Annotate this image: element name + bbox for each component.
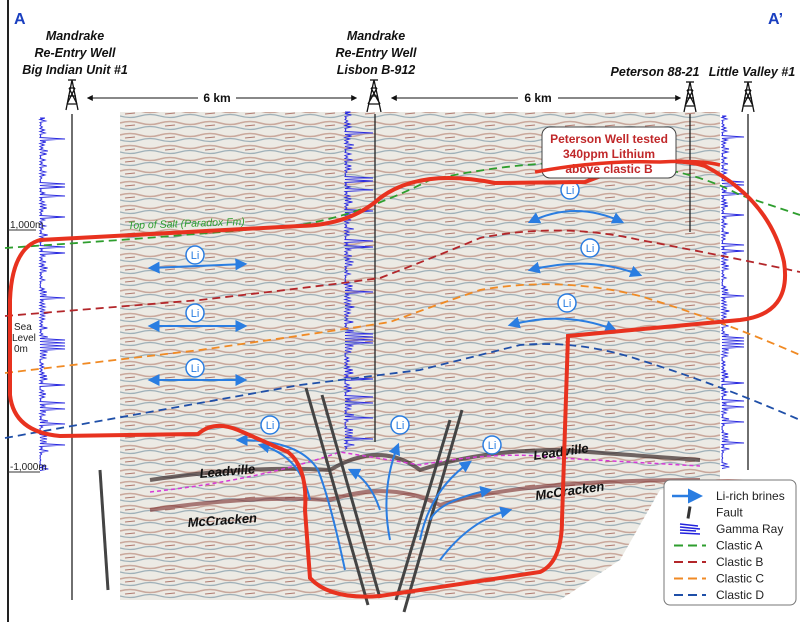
gamma-ray-log — [343, 111, 374, 450]
svg-text:340ppm Lithium: 340ppm Lithium — [563, 147, 655, 161]
legend-item: Li-rich brines — [672, 488, 785, 504]
svg-text:Li: Li — [586, 243, 595, 255]
derrick-icon — [683, 81, 697, 113]
gamma-ray-log — [720, 115, 745, 469]
li-bubble: Li — [185, 303, 205, 323]
leadville-label-left: Leadville — [199, 461, 256, 481]
svg-text:1,000m: 1,000m — [10, 220, 43, 231]
li-bubble: Li — [580, 238, 600, 258]
svg-text:Big Indian Unit #1: Big Indian Unit #1 — [22, 63, 128, 77]
peterson-callout: Peterson Well tested 340ppm Lithium abov… — [541, 126, 677, 179]
svg-text:Peterson Well tested: Peterson Well tested — [550, 132, 668, 146]
li-bubble: Li — [390, 415, 410, 435]
section-end-label: A’ — [768, 11, 783, 28]
derrick-icon — [65, 79, 79, 111]
clastic-b-horizon — [4, 229, 800, 317]
seismic-image — [120, 112, 720, 600]
li-bubble: Li — [185, 245, 205, 265]
well-label-peterson: Peterson 88-21 — [611, 65, 700, 79]
svg-text:Li: Li — [396, 420, 405, 432]
svg-text:Re-Entry Well: Re-Entry Well — [335, 46, 417, 60]
gamma-ray-log — [38, 117, 66, 471]
svg-text:0m: 0m — [14, 344, 28, 355]
legend-label: Gamma Ray — [716, 522, 783, 536]
svg-text:Li: Li — [488, 440, 497, 452]
top-of-salt-label: Top of Salt (Paradox Fm) — [128, 216, 245, 232]
svg-text:Li: Li — [191, 308, 200, 320]
clastic-d-horizon — [4, 343, 800, 439]
svg-text:-1,000m: -1,000m — [10, 462, 47, 473]
distance-label: 6 km — [203, 91, 230, 105]
li-zone-outline — [8, 159, 787, 599]
well-label-little-valley: Little Valley #1 — [709, 65, 795, 79]
svg-text:Lisbon B-912: Lisbon B-912 — [337, 63, 416, 77]
well-label-lisbon: Mandrake Re-Entry Well Lisbon B-912 — [335, 29, 417, 77]
svg-text:Mandrake: Mandrake — [347, 29, 405, 43]
derrick-icon — [366, 79, 382, 113]
legend-item: Clastic A — [674, 539, 763, 553]
svg-text:Li: Li — [191, 250, 200, 262]
svg-text:Li: Li — [266, 420, 275, 432]
derrick-icon — [741, 81, 755, 113]
legend-item: Clastic C — [674, 572, 764, 586]
distance-label: 6 km — [524, 91, 551, 105]
legend-item: Clastic D — [674, 588, 764, 602]
fault-lines — [98, 387, 464, 613]
li-bubble: Li — [557, 293, 577, 313]
svg-text:Level: Level — [12, 333, 36, 344]
svg-text:Li: Li — [566, 185, 575, 197]
legend-label: Fault — [716, 506, 743, 520]
svg-text:Re-Entry Well: Re-Entry Well — [34, 46, 116, 60]
gamma-ray-trace-icon — [679, 523, 701, 535]
legend-item: Fault — [686, 506, 743, 520]
li-bubble: Li — [482, 435, 502, 455]
fault-line-icon — [686, 506, 692, 519]
legend-label: Li-rich brines — [716, 489, 785, 503]
well-label-big-indian: Mandrake Re-Entry Well Big Indian Unit #… — [22, 29, 128, 77]
legend-item: Gamma Ray — [679, 522, 783, 536]
svg-text:Sea: Sea — [14, 322, 32, 333]
brine-arrows — [147, 210, 643, 571]
clastic-c-horizon — [4, 283, 800, 374]
legend-label: Clastic C — [716, 572, 764, 586]
li-bubble: Li — [260, 415, 280, 435]
legend-label: Clastic B — [716, 555, 763, 569]
svg-text:Mandrake: Mandrake — [46, 29, 104, 43]
svg-text:Li: Li — [563, 298, 572, 310]
svg-text:Li: Li — [191, 363, 200, 375]
magenta-horizon — [149, 451, 701, 493]
legend-label: Clastic A — [716, 539, 763, 553]
li-bubble: Li — [185, 358, 205, 378]
section-start-label: A — [14, 11, 26, 28]
depth-axis: 1,000m Sea Level 0m -1,000m — [8, 220, 47, 473]
legend-item: Clastic B — [674, 555, 763, 569]
legend-label: Clastic D — [716, 588, 764, 602]
mccracken-label-left: McCracken — [187, 510, 257, 530]
